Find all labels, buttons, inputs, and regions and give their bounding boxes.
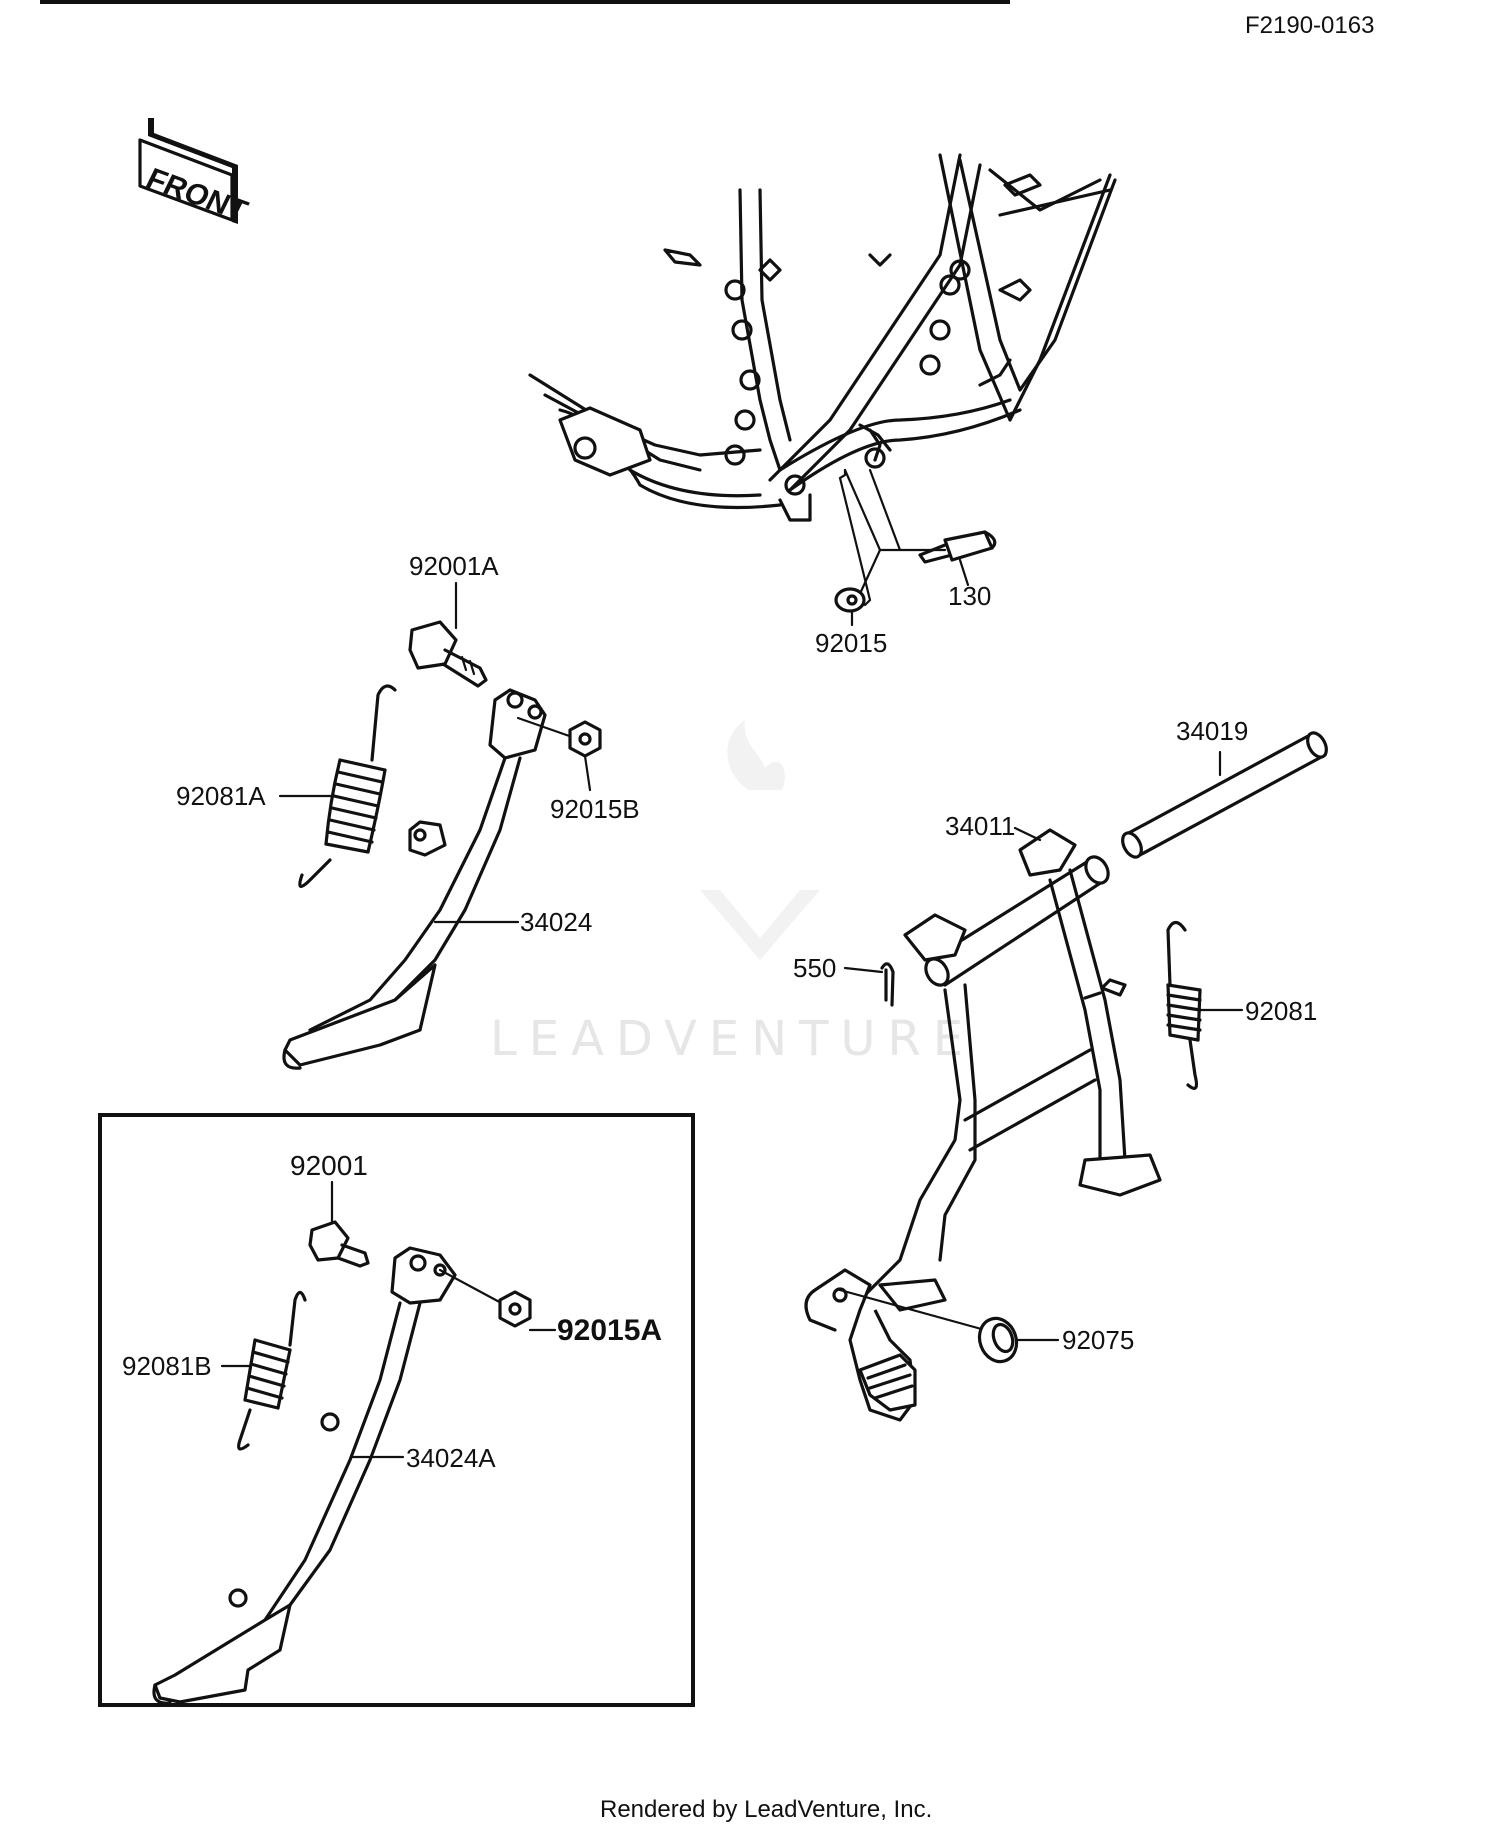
callout-92015A: 92015A (557, 1314, 662, 1347)
callout-92001A: 92001A (409, 551, 499, 581)
callout-92081A: 92081A (176, 781, 266, 811)
leader-92015B (583, 754, 592, 792)
side-stand-34024A (152, 1246, 457, 1705)
leader-130 (958, 558, 970, 587)
leader-nut-92015B (516, 716, 577, 740)
watermark-logo (700, 720, 820, 960)
side-stand-34024 (282, 688, 547, 1070)
spring-92081A (298, 684, 397, 888)
spring-92081 (1166, 920, 1202, 1090)
nut-92015B (568, 720, 602, 758)
callout-92075: 92075 (1062, 1325, 1134, 1355)
diagram-id: F2190-0163 (1245, 12, 1374, 39)
callout-92015: 92015 (815, 628, 887, 658)
nut-92015A (498, 1290, 532, 1328)
callout-550: 550 (793, 953, 836, 983)
callout-34011: 34011 (945, 811, 1015, 841)
watermark-text: LEADVENTURE (490, 1011, 975, 1067)
bolt-92001 (308, 1220, 370, 1268)
leader-550 (843, 966, 884, 974)
nut-92015 (834, 587, 866, 613)
front-marker: FRONT (138, 118, 253, 228)
frame-leaders (838, 468, 947, 607)
leader-nut-92015A (438, 1268, 507, 1307)
cotter-pin-550 (880, 962, 895, 1007)
alternate-parts-box (98, 1113, 695, 1707)
leader-rubber-92075 (838, 1288, 987, 1332)
pivot-shaft-34019 (1121, 731, 1328, 859)
callout-92081B: 92081B (122, 1351, 212, 1381)
stopper-92075 (977, 1316, 1019, 1364)
callout-92081: 92081 (1245, 996, 1317, 1026)
callout-92015B: 92015B (550, 794, 640, 824)
callout-34024A: 34024A (406, 1443, 496, 1473)
frame-drawing (528, 153, 1117, 522)
callout-92001: 92001 (290, 1150, 368, 1181)
bolt-92001A (408, 620, 488, 688)
bolt-130 (918, 530, 997, 564)
callout-34019: 34019 (1176, 716, 1248, 746)
callout-34024: 34024 (520, 907, 592, 937)
callout-130: 130 (948, 581, 991, 611)
leader-34011 (1013, 826, 1042, 842)
spring-92081B (237, 1290, 307, 1451)
footer-credit: Rendered by LeadVenture, Inc. (600, 1796, 932, 1823)
